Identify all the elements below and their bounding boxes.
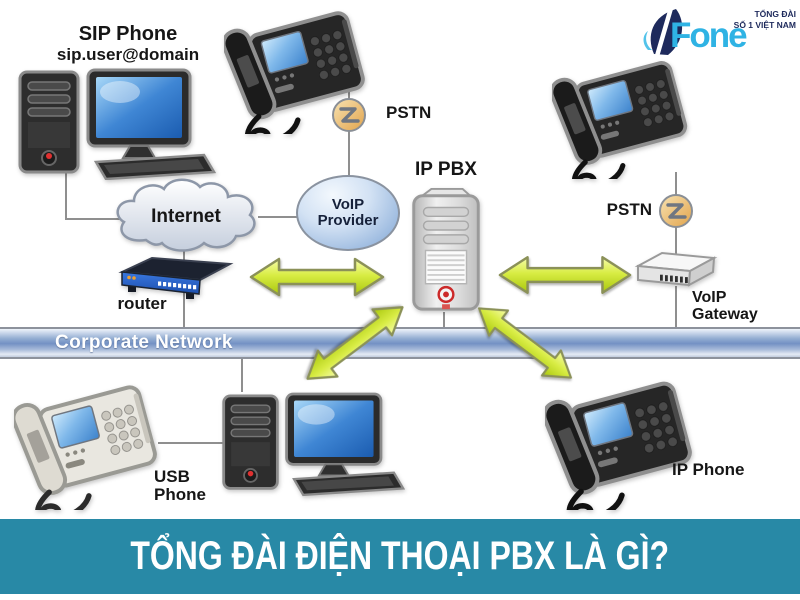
connector-line xyxy=(158,442,224,444)
sip-phone-title: SIP Phone xyxy=(78,23,178,45)
corporate-network-bar: Corporate Network xyxy=(0,327,800,359)
voip-provider-line1: VoIP xyxy=(331,196,365,214)
usb-phone-line1: USB xyxy=(154,467,190,486)
vfone-brand-text: Fone xyxy=(670,16,748,55)
double-arrow-icon xyxy=(246,257,388,297)
ip-pbx-label: IP PBX xyxy=(415,159,477,180)
voip-provider-node: VoIP Provider xyxy=(296,175,400,251)
usb-phone-icon xyxy=(14,380,162,510)
usb-phone-line2: Phone xyxy=(154,485,206,505)
desktop-computer-icon xyxy=(16,68,216,180)
usb-phone-label: USB Phone xyxy=(154,467,206,505)
connector-line xyxy=(65,218,133,220)
vfone-tagline-line1: TỔNG ĐÀI xyxy=(754,9,796,19)
ip-phone-label: IP Phone xyxy=(672,460,745,479)
internet-label: Internet xyxy=(151,206,221,227)
connector-line xyxy=(443,312,445,328)
voip-provider-line2: Provider xyxy=(317,212,379,229)
desktop-computer-icon xyxy=(220,385,405,503)
ip-pbx-server-icon xyxy=(402,186,490,315)
voip-gateway-label: VoIP Gateway xyxy=(692,289,758,324)
connector-line xyxy=(65,172,67,220)
pstn-top-label: PSTN xyxy=(386,103,432,122)
banner-title: TỔNG ĐÀI ĐIỆN THOẠI PBX LÀ GÌ? xyxy=(130,534,670,578)
vfone-logo: Fone TỔNG ĐÀI SỐ 1 VIỆT NAM xyxy=(628,2,798,60)
voip-gateway-line2: Gateway xyxy=(692,306,758,324)
vfone-tagline-line2: SỐ 1 VIỆT NAM xyxy=(733,20,796,31)
ip-phone-icon xyxy=(545,376,697,510)
connector-line xyxy=(258,216,302,218)
pstn-icon xyxy=(331,97,367,133)
connector-line xyxy=(675,286,677,328)
voip-gateway-icon xyxy=(632,250,720,292)
desk-phone-icon xyxy=(552,56,692,179)
title-banner: TỔNG ĐÀI ĐIỆN THOẠI PBX LÀ GÌ? xyxy=(0,519,800,594)
corporate-network-label: Corporate Network xyxy=(55,332,233,353)
vfone-logo-mark-icon xyxy=(643,7,683,57)
pstn-right-label: PSTN xyxy=(606,200,652,219)
voip-gateway-line1: VoIP xyxy=(692,289,727,306)
connector-line xyxy=(241,358,243,392)
pstn-icon xyxy=(658,193,694,229)
double-arrow-icon xyxy=(496,255,634,295)
sip-phone-label: SIP Phone sip.user@domain xyxy=(18,23,238,64)
sip-phone-address: sip.user@domain xyxy=(56,44,200,64)
vfone-tagline: TỔNG ĐÀI SỐ 1 VIỆT NAM xyxy=(734,9,796,31)
router-label: router xyxy=(117,294,167,313)
